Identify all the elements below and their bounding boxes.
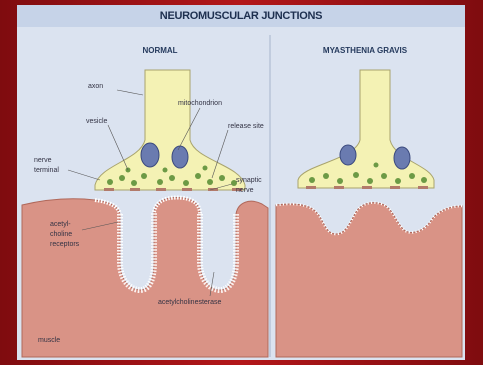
mitochondrion [172,146,188,168]
mg-nerve [298,70,434,188]
mitochondrion [340,145,356,165]
label-vesicle: vesicle [86,118,108,125]
label-mitochondrion: mitochondrion [178,100,222,107]
label-ach-1: acetyl- [50,221,71,228]
mg-heading: MYASTHENIA GRAVIS [323,46,408,55]
normal-receptor-fold [120,212,154,290]
mitochondrion [141,143,159,167]
label-nerve-terminal-1: nerve [34,157,52,164]
label-ache: acetylcholinesterase [158,299,222,306]
label-synaptic-2: nerve [236,187,254,194]
label-ach-3: receptors [50,241,80,248]
label-ach-2: choline [50,231,72,238]
normal-receptor-fold [200,214,236,290]
label-axon: axon [88,83,103,90]
label-nerve-terminal-2: terminal [34,167,59,174]
normal-nerve [95,70,245,190]
label-muscle: muscle [38,337,60,344]
label-release-site: release site [228,123,264,130]
normal-heading: NORMAL [142,46,177,55]
mg-muscle [276,203,462,357]
mitochondrion [394,147,410,169]
label-synaptic-1: synaptic [236,177,262,184]
